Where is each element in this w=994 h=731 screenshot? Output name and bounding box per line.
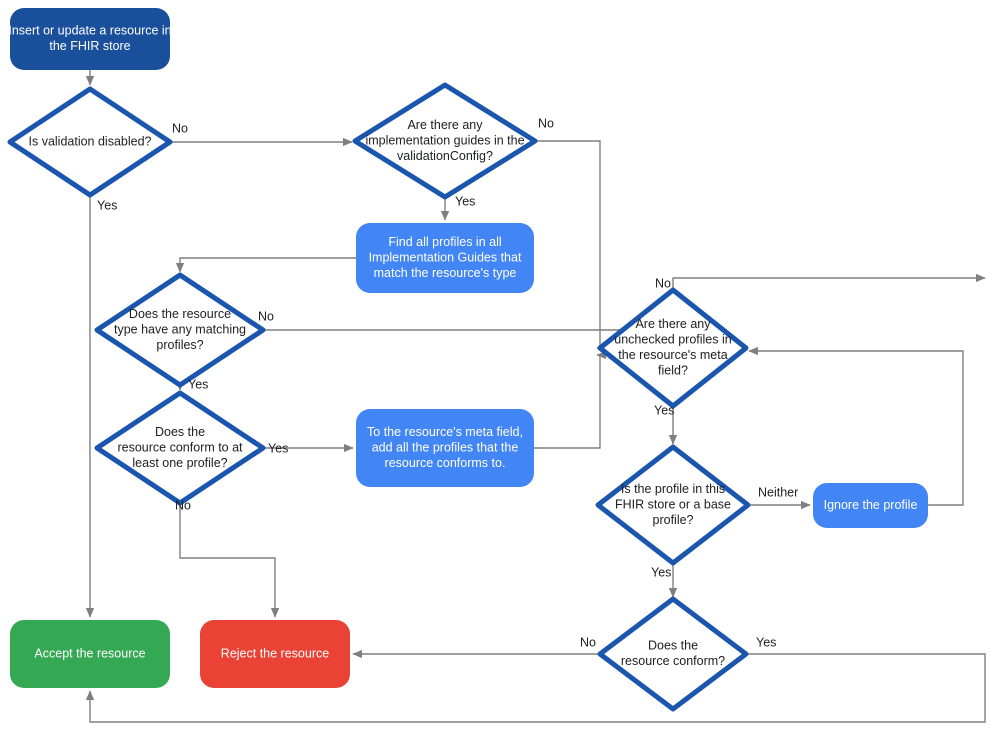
node-label-line: Does the [648,639,698,653]
decision-shape [94,390,266,506]
node-accept[interactable]: Accept the resource [10,620,170,688]
edge-e-ig-no [535,140,607,353]
node-ignore-profile[interactable]: Ignore the profile [813,483,928,528]
edge-label-e-ig-yes: Yes [455,194,475,208]
node-label-line: add all the profiles that the [372,440,519,454]
node-label-line: validationConfig? [397,149,493,163]
node-label-line: profile? [653,513,694,527]
node-label-line: Is validation disabled? [29,134,152,148]
edge-label-e-matching-yes: Yes [188,377,208,391]
decision-shape [595,444,751,566]
edge-label-e-matching-no: No [258,309,274,323]
node-label-line: Ignore the profile [824,498,918,512]
decision-shape [94,272,266,388]
edge-label-e-conform-no: No [175,498,191,512]
node-label-line: match the resource's type [374,266,517,280]
decision-shape [352,82,538,200]
node-label-line: resource conform to at [117,440,243,454]
edge-label-e-validation-no: No [172,121,188,135]
edge-label-e-validation-yes: Yes [97,198,117,212]
node-reject[interactable]: Reject the resource [200,620,350,688]
node-label-line: FHIR store or a base [615,497,731,511]
node-shape [10,620,170,688]
edge-label-e-conform-yes: Yes [268,441,288,455]
node-validation-disabled[interactable]: Is validation disabled? [7,86,173,198]
node-label-line: To the resource's meta field, [367,425,523,439]
node-shape [200,620,350,688]
node-label-line: Is the profile in this [621,482,725,496]
edge-label-e-unchecked-no: No [655,276,671,290]
edge-e-meta-unchecked [534,350,607,449]
node-label-line: profiles? [156,338,203,352]
node-label-line: Does the resource [129,307,231,321]
node-shape [10,8,170,70]
edges-layer [85,70,986,723]
decision-shape [597,287,749,409]
edge-e-find-matching [175,257,356,273]
edge-label-e-conform-no-reject: No [580,635,596,649]
node-label-line: resource conform? [621,654,725,668]
node-label-line: Accept the resource [34,646,145,660]
node-label-line: Are there any [635,317,711,331]
node-label-line: resource conforms to. [385,456,506,470]
node-label-line: unchecked profiles in [614,333,731,347]
edge-e-conform-yes-loop [85,653,986,723]
node-shape [813,483,928,528]
decision-shape [7,86,173,198]
edge-e-ignore-loop [748,346,964,506]
edge-label-e-ig-no: No [538,116,554,130]
edge-e-unchecked-no [672,273,986,290]
node-label-line: Reject the resource [221,646,329,660]
node-label-line: Implementation Guides that [369,250,522,264]
edge-label-e-profile-yes: Yes [651,565,671,579]
node-add-profiles-meta[interactable]: To the resource's meta field,add all the… [356,409,534,487]
node-label-line: Does the [155,425,205,439]
decision-shape [597,596,749,712]
node-label-line: the resource's meta [618,348,727,362]
node-label-line: Find all profiles in all [388,235,501,249]
edge-label-e-unchecked-yes: Yes [654,403,674,417]
node-label-line: implementation guides in the [365,133,524,147]
node-label-line: type have any matching [114,322,246,336]
node-label-line: Insert or update a resource in [8,24,171,38]
node-shape [356,409,534,487]
node-label-line: least one profile? [132,456,227,470]
node-shape [356,223,534,293]
edge-label-e-conform-yes-loop: Yes [756,635,776,649]
edge-e-conform-no [179,503,280,618]
node-label-line: the FHIR store [49,39,130,53]
edge-label-e-profile-neither: Neither [758,485,798,499]
node-label-line: Are there any [407,118,483,132]
node-label-line: field? [658,364,688,378]
